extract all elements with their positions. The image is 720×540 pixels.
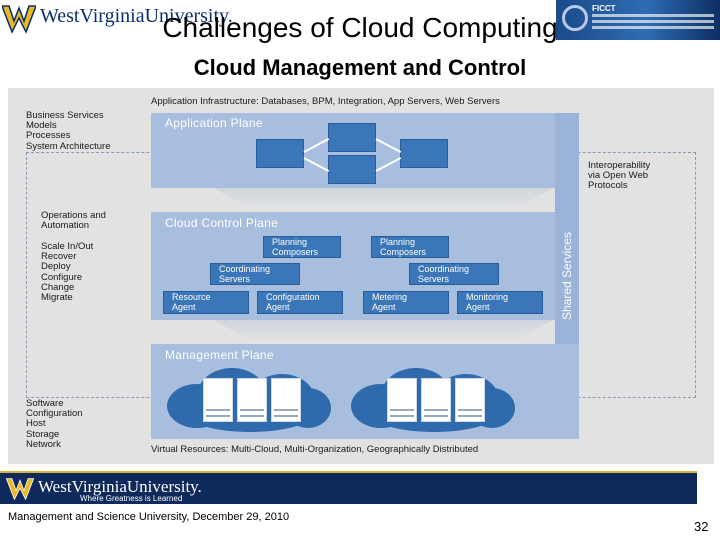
configuration-agent-box: Configuration Agent: [257, 291, 343, 314]
software-item: Host: [26, 418, 46, 430]
plane-connector: [213, 188, 553, 210]
coordinating-servers-box: Coordinating Servers: [210, 263, 300, 285]
software-item: Software: [26, 398, 64, 409]
slide-subtitle: Cloud Management and Control: [193, 55, 527, 80]
footer-text: Management and Science University, Decem…: [8, 511, 290, 523]
interoperability-line: via Open Web: [588, 170, 649, 182]
interoperability-line: Interoperability: [588, 160, 651, 171]
application-plane-label: Application Plane: [165, 116, 263, 130]
footer-banner: WestVirginiaUniversity. Where Greatness …: [0, 471, 697, 504]
operations-item: Scale In/Out: [41, 241, 94, 252]
operations-heading-line: Automation: [41, 220, 90, 232]
metering-agent-box: Metering Agent: [363, 291, 449, 314]
business-services-item: Processes: [26, 130, 71, 142]
application-infrastructure-label: Application Infrastructure: Databases, B…: [151, 96, 500, 107]
software-item: Network: [26, 438, 61, 450]
monitoring-agent-box: Monitoring Agent: [457, 291, 543, 314]
application-node: [400, 139, 448, 168]
coordinating-servers-box: Coordinating Servers: [409, 263, 499, 285]
interoperability-label: Interoperability via Open Web Protocols: [588, 160, 651, 192]
conference-banner: FICCT: [556, 0, 720, 40]
wv-flying-logo-icon: [2, 5, 36, 34]
flow-arrow: [303, 137, 330, 153]
planning-composers-box: Planning Composers: [371, 236, 449, 258]
virtual-resources-label: Virtual Resources: Multi-Cloud, Multi-Or…: [151, 444, 479, 455]
management-plane-label: Management Plane: [165, 348, 274, 362]
conference-emblem-icon: [562, 5, 588, 31]
flow-arrow: [375, 138, 402, 154]
planning-composers-box: Planning Composers: [263, 236, 341, 258]
interoperability-line: Protocols: [588, 180, 628, 192]
operations-item: Recover: [41, 251, 77, 263]
operations-list: Scale In/Out Recover Deploy Configure Ch…: [41, 241, 94, 304]
cloud-control-plane: Cloud Control Plane Planning Composers P…: [151, 212, 555, 320]
flow-arrow: [303, 157, 330, 173]
application-node: [256, 139, 304, 168]
conference-banner-text: [592, 14, 714, 32]
resource-agent-box: Resource Agent: [163, 291, 249, 314]
business-services-item: System Architecture: [26, 140, 111, 152]
operations-item: Deploy: [41, 261, 71, 273]
application-node: [328, 123, 376, 152]
operations-item: Change: [41, 281, 75, 293]
plane-connector: [213, 320, 553, 342]
conference-brand: FICCT: [592, 4, 616, 13]
wvu-logo: WestVirginiaUniversity.: [2, 2, 233, 36]
application-plane: Application Plane: [151, 113, 555, 188]
business-services-list: Business Services Models Processes Syste…: [26, 110, 111, 152]
wv-flying-logo-icon: [5, 478, 35, 501]
management-plane: Management Plane: [151, 344, 579, 439]
cloud-control-plane-label: Cloud Control Plane: [165, 216, 279, 230]
business-services-item: Models: [26, 120, 57, 132]
slide-title: Challenges of Cloud Computing: [162, 12, 558, 43]
software-list: Software Configuration Host Storage Netw…: [26, 398, 83, 450]
business-services-item: Business Services: [26, 110, 104, 121]
operations-heading-line: Operations and: [41, 210, 106, 221]
footer-tagline: Where Greatness is Learned: [80, 494, 183, 503]
flow-arrow: [375, 156, 402, 172]
software-item: Configuration: [26, 408, 83, 420]
cloud-server-cluster-icon: [351, 366, 516, 434]
software-item: Storage: [26, 428, 60, 440]
footer-logo-wordmark: WestVirginiaUniversity.: [38, 477, 202, 496]
page-number: 32: [694, 519, 709, 534]
operations-item: Migrate: [41, 292, 73, 304]
cloud-management-diagram: Application Infrastructure: Databases, B…: [8, 88, 714, 464]
shared-services-label: Shared Services: [560, 231, 574, 321]
logo-wordmark: WestVirginiaUniversity.: [40, 5, 233, 27]
application-node: [328, 155, 376, 184]
cloud-server-cluster-icon: [167, 366, 332, 434]
operations-item: Configure: [41, 271, 83, 283]
operations-heading: Operations and Automation: [41, 210, 106, 232]
